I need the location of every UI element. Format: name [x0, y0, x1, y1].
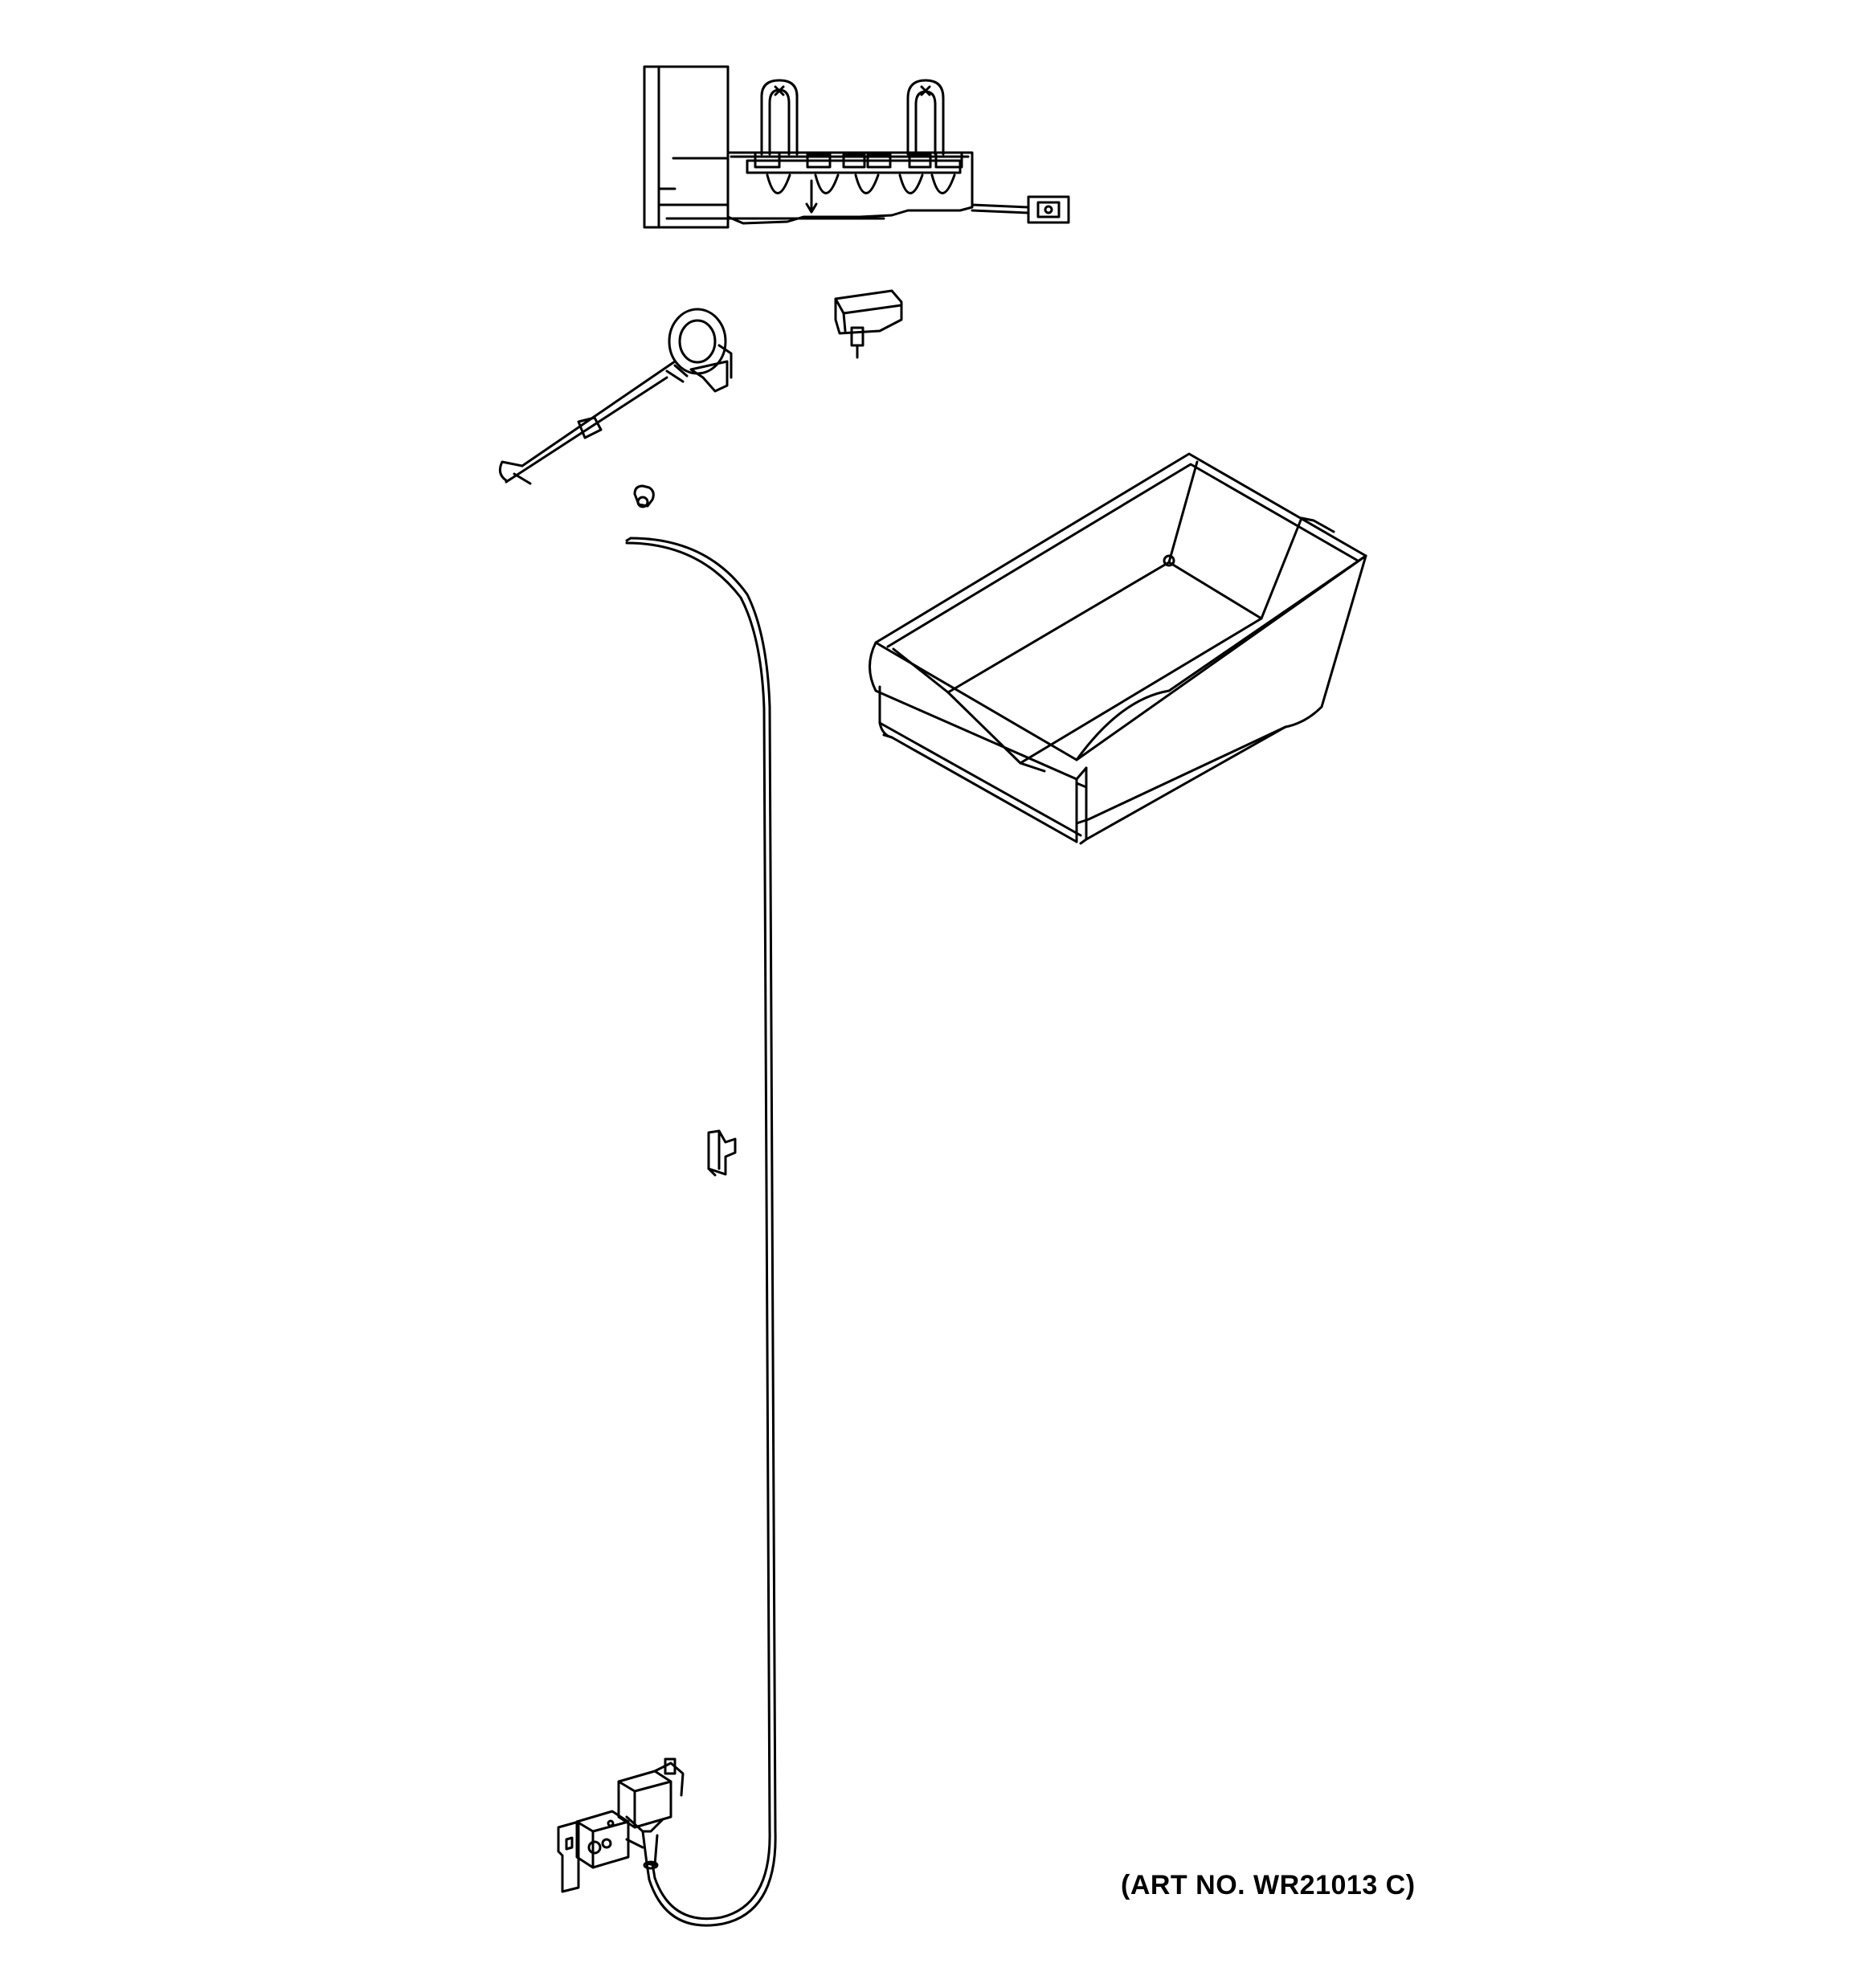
water-valve: [558, 1759, 683, 1892]
ejector-arm-left: [762, 80, 797, 154]
ice-maker-motor-housing: [644, 67, 728, 227]
ice-bucket: [870, 454, 1367, 843]
tube-clip: [709, 1131, 735, 1175]
tube-clamp: [635, 486, 653, 507]
fill-tube: [500, 309, 731, 484]
art-number-label: (ART NO. WR21013 C): [1121, 1870, 1416, 1900]
ice-maker-assembly: [644, 67, 1069, 227]
ejector-arm-right: [908, 80, 943, 154]
ice-maker-wire-harness: [972, 205, 1028, 207]
mounting-bracket: [836, 291, 901, 357]
water-supply-tube: [627, 538, 775, 1925]
ice-maker-connector: [1028, 197, 1069, 222]
ice-maker-mold: [728, 153, 972, 223]
